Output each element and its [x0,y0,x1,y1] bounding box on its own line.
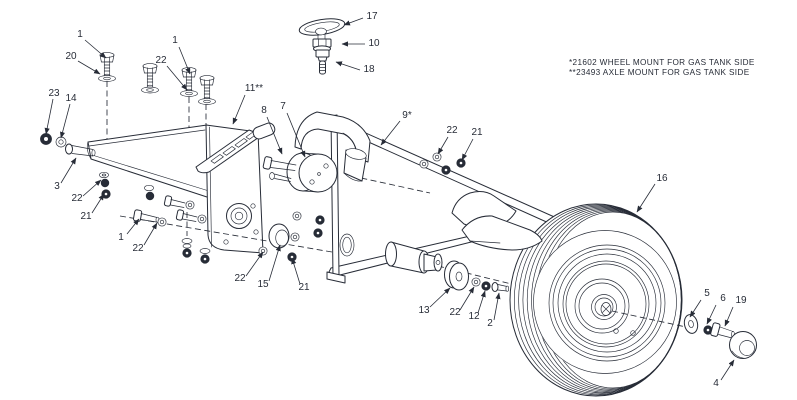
axle-centerline-3 [611,310,687,328]
gas-valve-assembly [298,18,346,75]
callout-leader-15 [268,244,281,282]
note-line-1: *21602 WHEEL MOUNT FOR GAS TANK SIDE [569,58,755,67]
callout-label-5: 5 [704,288,710,299]
callout-label-22: 22 [155,55,167,66]
hub-drum-7 [286,152,338,193]
callout-label-13: 13 [418,305,430,316]
callout-leader-5 [689,299,702,318]
callout-label-12: 12 [468,311,480,322]
callout-leader-22 [143,222,158,246]
hub-bore [591,294,617,320]
callout-leader-21 [461,138,474,161]
wheel-16 [509,203,683,397]
bolt-8 [262,156,297,182]
axle-tube [385,241,443,274]
callout-label-1: 1 [118,232,124,243]
callout-label-15: 15 [257,279,269,290]
callout-leader-22 [82,179,102,197]
axle-mount-plate [326,114,355,284]
callout-label-1: 1 [77,29,83,40]
callout-label-17: 17 [366,11,378,22]
bolt-19-head [710,322,721,337]
left-axle-hardware [40,133,96,157]
centerlines-back [106,81,431,236]
callout-leader-7 [286,112,306,158]
callout-label-22: 22 [446,125,458,136]
callout-label-8: 8 [261,105,267,116]
plate-side-hardware [290,211,325,242]
callout-leader-22 [459,286,475,311]
callout-leader-3 [60,157,77,184]
bolt-3-head [65,143,73,155]
callout-label-23: 23 [48,88,60,99]
callout-label-22: 22 [234,273,246,284]
wheel-retainer-hardware [683,314,757,359]
callout-label-20: 20 [65,51,77,62]
foot-bracket [451,191,543,251]
callout-leader-22 [245,251,264,277]
callout-leader-18 [335,61,361,71]
callout-label-22: 22 [71,193,83,204]
bushing-15 [258,223,297,262]
callout-leader-9* [380,120,401,146]
callout-leader-13 [429,287,451,308]
callout-leader-6 [706,304,717,325]
bracket-tab [252,122,276,140]
callout-label-14: 14 [65,93,77,104]
callout-leader-20 [77,60,101,75]
callout-leader-12 [477,290,486,314]
callout-leader-2 [493,292,501,321]
tank-hardware [99,171,211,264]
callout-leader-11** [232,94,246,125]
callout-leader-22 [166,65,188,91]
callout-leader-1 [178,46,191,75]
callout-label-21: 21 [298,282,310,293]
callout-label-9*: 9* [402,110,412,121]
brace-hardware [419,152,466,175]
callout-label-10: 10 [368,38,380,49]
callout-label-22: 22 [449,307,461,318]
callout-label-6: 6 [720,293,726,304]
bearing-boss [226,203,252,229]
note-line-2: **23493 AXLE MOUNT FOR GAS TANK SIDE [569,68,750,77]
callout-leader-14 [60,103,71,139]
callout-leader-23 [44,98,54,135]
axle-centerline [119,215,333,253]
hood-bracket [294,111,371,182]
callout-label-3: 3 [54,181,60,192]
callout-label-21: 21 [80,211,92,222]
callout-leader-1 [84,39,107,59]
callout-label-1: 1 [172,35,178,46]
callout-leader-1 [126,218,140,235]
tire-outline [509,203,683,397]
callout-leader-21 [291,257,301,285]
callout-leader-22 [437,136,449,155]
callout-leader-4 [720,359,735,381]
plate-oval-hole [339,233,355,257]
rim-ring [548,244,666,362]
callout-label-19: 19 [735,295,747,306]
callout-leader-8 [266,116,283,155]
callout-label-11**: 11** [245,83,263,94]
axle-end-hardware [471,277,510,292]
callout-label-21: 21 [471,127,483,138]
callout-label-18: 18 [363,64,375,75]
spacer-13 [444,260,469,291]
callout-label-7: 7 [280,101,286,112]
washer-5 [683,314,699,334]
callout-label-22: 22 [132,243,144,254]
washer-14 [55,136,67,148]
callout-leader-17 [343,17,364,26]
gas-tank-mount [86,122,276,254]
callout-label-16: 16 [656,173,668,184]
callout-leader-16 [636,183,656,213]
callout-label-2: 2 [487,318,493,329]
callout-label-4: 4 [713,378,719,389]
callout-leader-19 [724,306,734,327]
callout-leader-21 [91,193,105,214]
bolt-2-head [491,282,499,292]
